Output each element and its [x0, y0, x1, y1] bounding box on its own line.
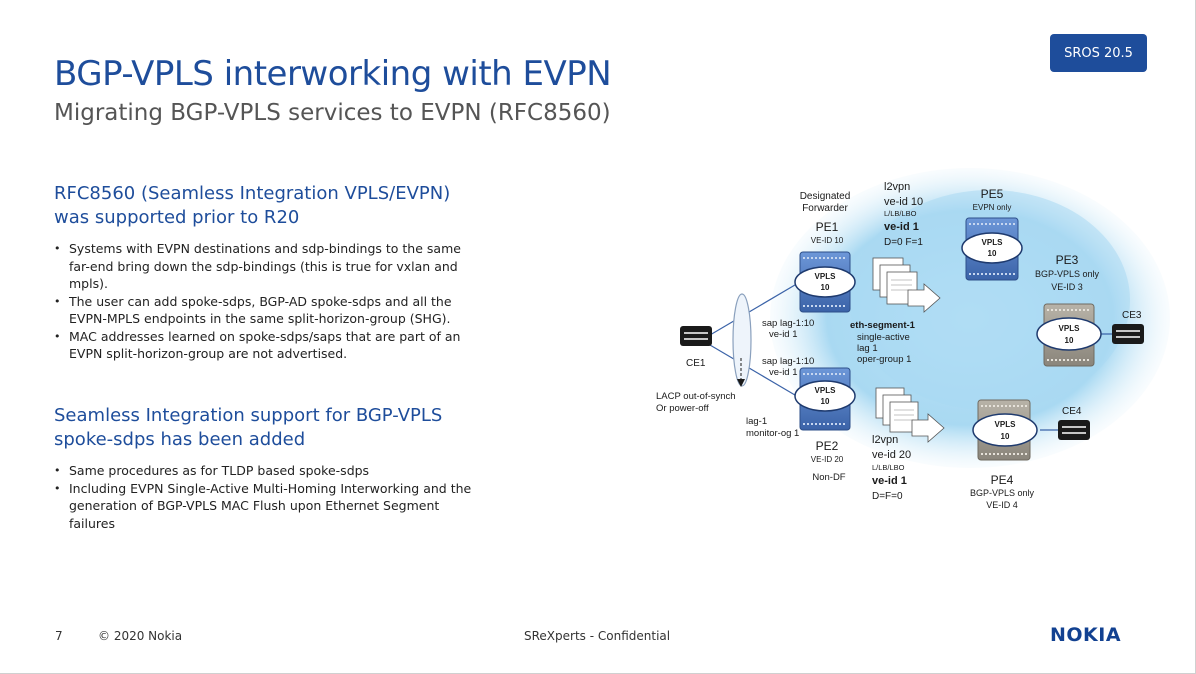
pe1-df-line1: Designated: [800, 191, 851, 202]
pe4-vpls-id: 10: [1001, 432, 1010, 441]
pe2-cfg-l4: ve-id 1: [872, 475, 907, 487]
pe3-vpls-id: 10: [1065, 336, 1074, 345]
list-item: Systems with EVPN destinations and sdp-b…: [54, 240, 484, 293]
section1-heading-line2: was supported prior to R20: [54, 207, 300, 228]
pe2-cfg-l2: ve-id 20: [872, 449, 911, 461]
pe1-df-line2: Forwarder: [802, 203, 848, 214]
pe4-vpls-instance: [972, 413, 1038, 447]
pe5-vpls-label: VPLS: [982, 238, 1004, 247]
lag-l2: monitor-og 1: [746, 428, 799, 439]
ce1-switch-icon: [680, 326, 712, 346]
lacp-l2: Or power-off: [656, 403, 709, 414]
pe3-name: PE3: [1056, 253, 1079, 267]
pe1-vpls-label: VPLS: [815, 272, 837, 281]
lacp-l1: LACP out-of-synch: [656, 391, 736, 402]
sap2-l2: ve-id 1: [769, 367, 798, 378]
ce3-label: CE3: [1122, 310, 1142, 321]
pe1-vpls-instance: [794, 266, 856, 298]
pe1-cfg-l1: l2vpn: [884, 181, 910, 193]
pe2-veid: VE-ID 20: [811, 455, 844, 464]
pe5-vpls-instance: [961, 232, 1023, 264]
pe1-cfg-l4: ve-id 1: [884, 221, 919, 233]
eth-segment-l1: eth-segment-1: [850, 320, 916, 331]
list-item: Including EVPN Single-Active Multi-Homin…: [54, 480, 484, 533]
lag-ellipse: [732, 293, 752, 387]
pe3-veid: VE-ID 3: [1051, 282, 1083, 292]
pe1-cfg-l5: D=0 F=1: [884, 237, 923, 248]
pe4-vpls-label: VPLS: [995, 420, 1017, 429]
pe5-name: PE5: [981, 187, 1004, 201]
section2-bullet-list: Same procedures as for TLDP based spoke-…: [54, 462, 484, 532]
list-item: Same procedures as for TLDP based spoke-…: [54, 462, 484, 480]
sap2-l1: sap lag-1:10: [762, 356, 814, 367]
pe2-vpls-label: VPLS: [815, 386, 837, 395]
lag-l1: lag-1: [746, 416, 767, 427]
list-item: MAC addresses learned on spoke-sdps/saps…: [54, 328, 484, 363]
pe2-role: Non-DF: [812, 472, 845, 483]
section2-heading-line1: Seamless Integration support for BGP-VPL…: [54, 405, 443, 426]
pe4-sub: BGP-VPLS only: [970, 488, 1035, 498]
pe2-vpls-instance: [794, 380, 856, 412]
section1-heading: RFC8560 (Seamless Integration VPLS/EVPN)…: [54, 182, 474, 230]
link-ce1-pe2: [709, 344, 801, 399]
pe2-cfg-l1: l2vpn: [872, 434, 898, 446]
pe2-vpls-id: 10: [821, 397, 830, 406]
pe4-veid: VE-ID 4: [986, 500, 1018, 510]
pe2-cfg-l3: L/LB/LBO: [872, 463, 905, 472]
eth-segment-l3: lag 1: [857, 343, 878, 354]
pe2-route-message-icon: [875, 387, 945, 443]
pe1-name: PE1: [816, 220, 839, 234]
pe1-route-message-icon: [872, 257, 941, 313]
ce3-switch-icon: [1112, 324, 1144, 344]
pe1-cfg-l2: ve-id 10: [884, 196, 923, 208]
list-item: The user can add spoke-sdps, BGP-AD spok…: [54, 293, 484, 328]
pe3-sub: BGP-VPLS only: [1035, 269, 1100, 279]
pe1-veid: VE-ID 10: [811, 236, 844, 245]
section2-heading: Seamless Integration support for BGP-VPL…: [54, 404, 474, 452]
ce4-label: CE4: [1062, 406, 1082, 417]
section1-heading-line1: RFC8560 (Seamless Integration VPLS/EVPN): [54, 183, 451, 204]
copyright: © 2020 Nokia: [98, 629, 183, 643]
section1-bullet-list: Systems with EVPN destinations and sdp-b…: [54, 240, 484, 363]
pe4-name: PE4: [991, 473, 1014, 487]
ce4-switch-icon: [1058, 420, 1090, 440]
version-badge: SROS 20.5: [1050, 34, 1147, 72]
pe2-cfg-l5: D=F=0: [872, 491, 903, 502]
page-number: 7: [55, 629, 63, 643]
eth-segment-l4: oper-group 1: [857, 354, 911, 365]
pe5-sub: EVPN only: [973, 203, 1012, 212]
pe1-vpls-id: 10: [821, 283, 830, 292]
link-ce1-pe1: [709, 281, 801, 336]
page-title: BGP-VPLS interworking with EVPN: [54, 54, 612, 94]
eth-segment-l2: single-active: [857, 332, 910, 343]
pe5-vpls-id: 10: [988, 249, 997, 258]
page-subtitle: Migrating BGP-VPLS services to EVPN (RFC…: [54, 100, 611, 126]
confidential-label: SReXperts - Confidential: [524, 629, 671, 643]
pe3-vpls-label: VPLS: [1059, 324, 1081, 333]
section2-heading-line2: spoke-sdps has been added: [54, 429, 306, 450]
sap1-l1: sap lag-1:10: [762, 318, 814, 329]
nokia-logo: NOKIA: [1050, 624, 1122, 646]
pe2-name: PE2: [816, 439, 839, 453]
pe1-cfg-l3: L/LB/LBO: [884, 209, 917, 218]
ce1-label: CE1: [686, 358, 706, 369]
pe3-vpls-instance: [1036, 317, 1102, 351]
sap1-l2: ve-id 1: [769, 329, 798, 340]
